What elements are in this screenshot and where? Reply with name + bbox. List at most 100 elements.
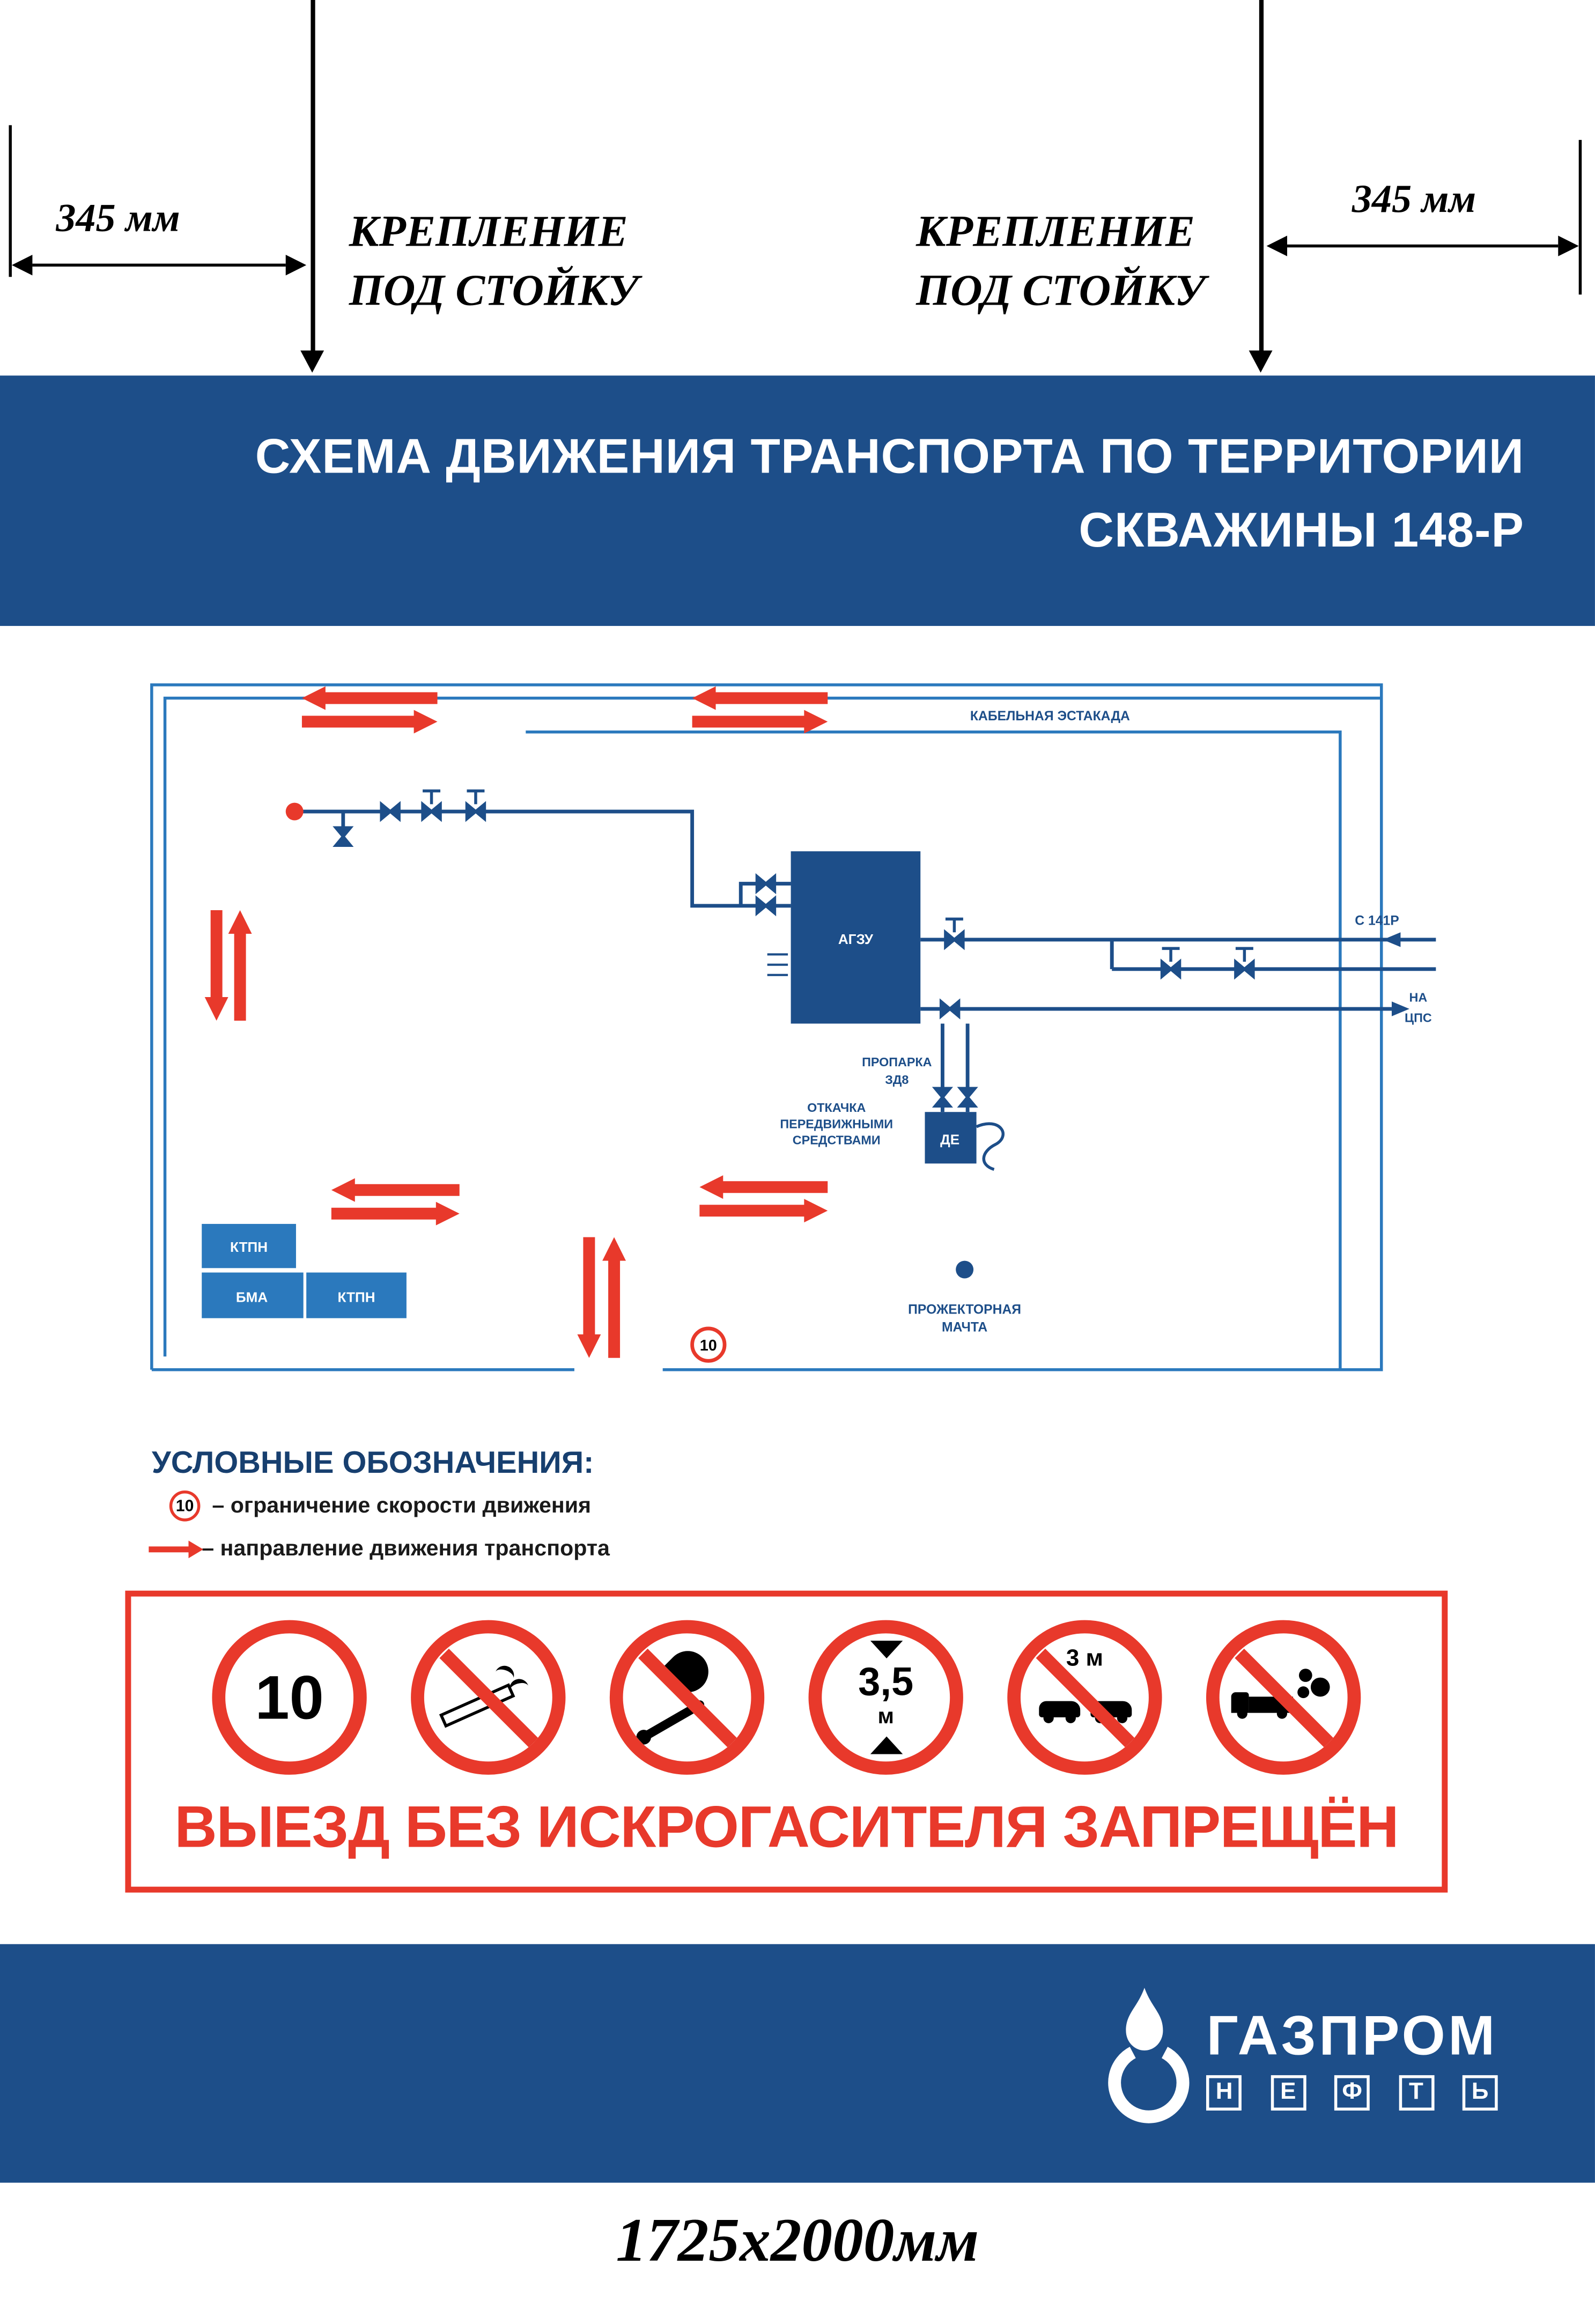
footer-band: ГАЗПРОМ Н Е Ф Т Ь xyxy=(0,1944,1595,2183)
dimension-label-right: 345 мм xyxy=(1352,176,1476,221)
dimension-label-left: 345 мм xyxy=(56,196,180,240)
valve-icon xyxy=(944,929,965,950)
sheet-size-note: 1725х2000мм xyxy=(616,2208,979,2276)
height-limit-unit: м xyxy=(877,1704,894,1729)
valve-icon xyxy=(957,1087,978,1108)
legend-item-speed-text: – ограничение скорости движения xyxy=(212,1493,592,1519)
de-block xyxy=(925,1112,977,1164)
sign-distance-limit: 3 м xyxy=(1007,1620,1162,1775)
header-band: СХЕМА ДВИЖЕНИЯ ТРАНСПОРТА ПО ТЕРРИТОРИИ … xyxy=(0,375,1595,626)
mount-line-left xyxy=(311,0,315,351)
speed-limit-badge-icon: 10 xyxy=(169,1490,201,1522)
legend-item-direction: – направление движения транспорта xyxy=(149,1536,610,1561)
traffic-arrow xyxy=(699,1175,828,1199)
valve-icons xyxy=(333,789,1255,1108)
dimension-tick-right xyxy=(1578,139,1582,295)
agzu-label: АГЗУ xyxy=(838,931,874,947)
valve-icon xyxy=(421,801,442,822)
traffic-arrow xyxy=(692,710,828,734)
traffic-arrow xyxy=(301,710,438,734)
brand-letter: Ь xyxy=(1462,2074,1498,2110)
car-icon xyxy=(1038,1701,1080,1723)
dimension-arrow-right xyxy=(1266,235,1579,256)
arrowhead-right-icon xyxy=(285,255,307,276)
exhaust-smoke-icon xyxy=(1297,1686,1310,1699)
sign-speed-limit: 10 xyxy=(212,1620,367,1775)
steaming-label-2: ЗД8 xyxy=(885,1073,909,1087)
traffic-arrow xyxy=(301,686,438,710)
flow-arrow-out-icon xyxy=(1391,1001,1409,1016)
distance-limit-value: 3 м xyxy=(1066,1647,1104,1672)
page-title-line1: СХЕМА ДВИЖЕНИЯ ТРАНСПОРТА ПО ТЕРРИТОРИИ xyxy=(255,429,1525,483)
mast-label-1: ПРОЖЕКТОРНАЯ xyxy=(908,1302,1021,1317)
traffic-arrow xyxy=(692,686,828,710)
traffic-arrow xyxy=(602,1237,626,1358)
warning-banner: ВЫЕЗД БЕЗ ИСКРОГАСИТЕЛЯ ЗАПРЕЩЁН xyxy=(174,1795,1399,1861)
ktpn-block-b xyxy=(306,1272,407,1318)
bma-label: БМА xyxy=(236,1289,268,1305)
valve-icon xyxy=(755,873,777,895)
site-diagram: КАБЕЛЬНАЯ ЭСТАКАДА xyxy=(150,683,1436,1371)
valve-icon xyxy=(333,826,354,847)
brand-text: ГАЗПРОМ Н Е Ф Т Ь xyxy=(1206,2005,1498,2110)
traffic-arrows xyxy=(204,686,828,1358)
ktpn-block-a xyxy=(202,1223,296,1268)
brand-letter: Т xyxy=(1398,2074,1434,2110)
ktpn-label-a: КТПН xyxy=(230,1239,268,1255)
flow-arrow-in-icon xyxy=(1383,932,1401,947)
valve-icon xyxy=(1234,958,1255,980)
sign-no-open-flame xyxy=(609,1620,765,1775)
sign-no-smoking xyxy=(411,1620,566,1775)
brand-subname: Н Е Ф Т Ь xyxy=(1206,2074,1498,2110)
valve-icon xyxy=(932,1087,954,1108)
triangle-up-icon xyxy=(869,1736,902,1754)
arrowhead-left-icon xyxy=(11,255,33,276)
brand-letter: Ф xyxy=(1334,2074,1370,2110)
floodlight-mast-dot xyxy=(956,1260,974,1279)
page-title: СХЕМА ДВИЖЕНИЯ ТРАНСПОРТА ПО ТЕРРИТОРИИ … xyxy=(255,420,1524,567)
mount-label-left: КРЕПЛЕНИЕ ПОД СТОЙКУ xyxy=(349,208,639,315)
speed-limit-marker xyxy=(690,1326,727,1363)
speed-limit-marker-value: 10 xyxy=(700,1337,717,1354)
site-boundary xyxy=(150,683,1383,1371)
mount-label-right: КРЕПЛЕНИЕ ПОД СТОЙКУ xyxy=(916,208,1206,315)
speed-limit-value: 10 xyxy=(255,1662,324,1731)
grate-icon xyxy=(767,953,788,976)
mast-label-2: МАЧТА xyxy=(942,1320,987,1334)
de-label: ДЕ xyxy=(940,1132,959,1148)
to-cps-label-2: ЦПС xyxy=(1405,1011,1432,1025)
brand-letter: Н xyxy=(1206,2074,1242,2110)
agzu-block xyxy=(791,851,921,1024)
prohibition-panel: 10 3,5 м 3 м xyxy=(125,1590,1448,1893)
triangle-down-icon xyxy=(869,1641,902,1658)
arrowhead-left-icon xyxy=(1266,235,1288,256)
sign-no-exhaust xyxy=(1206,1620,1361,1775)
bma-block xyxy=(202,1272,304,1318)
valve-icon xyxy=(465,801,486,822)
page-title-line2: СКВАЖИНЫ 148-Р xyxy=(1079,502,1525,557)
direction-arrow-icon xyxy=(149,1539,203,1558)
valve-icon xyxy=(1160,958,1182,980)
valve-icon xyxy=(755,895,777,917)
traffic-arrow xyxy=(204,910,228,1021)
brand-letter: Е xyxy=(1270,2074,1306,2110)
mount-arrowhead-left-icon xyxy=(300,350,324,373)
mount-arrowhead-right-icon xyxy=(1249,350,1273,373)
traffic-arrow xyxy=(331,1201,460,1226)
brand-name: ГАЗПРОМ xyxy=(1206,2005,1498,2068)
exhaust-smoke-icon xyxy=(1298,1669,1312,1682)
pumping-label-2: ПЕРЕДВИЖНЫМИ xyxy=(780,1117,893,1131)
pumping-label-1: ОТКАЧКА xyxy=(807,1101,866,1115)
dimension-tick-left xyxy=(9,125,12,277)
cable-rack-label: КАБЕЛЬНАЯ ЭСТАКАДА xyxy=(970,709,1130,724)
legend-title: УСЛОВНЫЕ ОБОЗНАЧЕНИЯ: xyxy=(151,1446,594,1480)
valve-icon xyxy=(380,801,401,822)
legend-item-direction-text: – направление движения транспорта xyxy=(202,1536,610,1561)
traffic-arrow xyxy=(577,1237,601,1358)
cable-rack-line xyxy=(526,731,1342,1370)
height-limit-value: 3,5 xyxy=(858,1659,914,1705)
sign-height-limit: 3,5 м xyxy=(808,1620,963,1775)
gazprom-flame-icon xyxy=(1108,1988,1190,2123)
brand-logo: ГАЗПРОМ Н Е Ф Т Ь xyxy=(1106,1976,1498,2142)
